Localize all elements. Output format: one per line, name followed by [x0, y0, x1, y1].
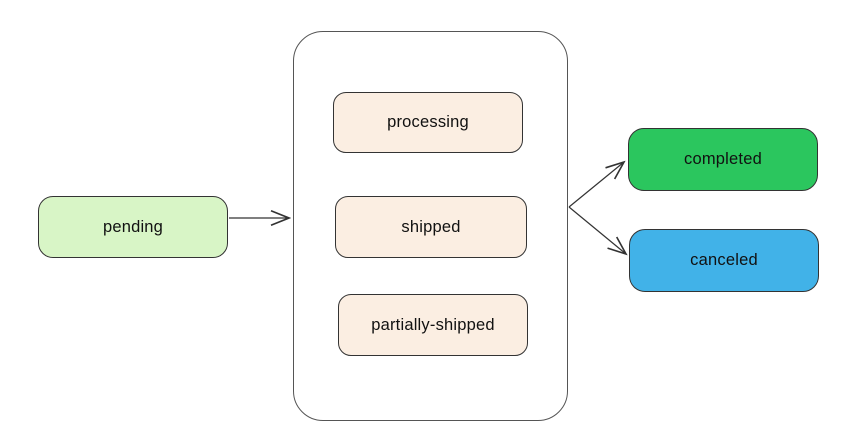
node-processing-label: processing	[387, 113, 469, 131]
node-shipped: shipped	[335, 196, 527, 258]
node-completed: completed	[628, 128, 818, 191]
node-shipped-label: shipped	[401, 217, 461, 236]
edge-group-to-completed	[568, 162, 624, 208]
node-completed-label: completed	[684, 150, 762, 168]
node-processing: processing	[333, 92, 523, 153]
node-pending-label: pending	[102, 217, 164, 236]
node-partially-shipped: partially-shipped	[338, 294, 528, 356]
node-partially-shipped-label: partially-shipped	[371, 315, 495, 334]
node-canceled: canceled	[629, 229, 819, 292]
node-canceled-label: canceled	[690, 251, 758, 269]
group-fulfillment-states: processing shipped partially-shipped	[293, 31, 568, 421]
node-pending: pending	[38, 196, 228, 258]
edge-group-to-canceled	[568, 206, 626, 254]
